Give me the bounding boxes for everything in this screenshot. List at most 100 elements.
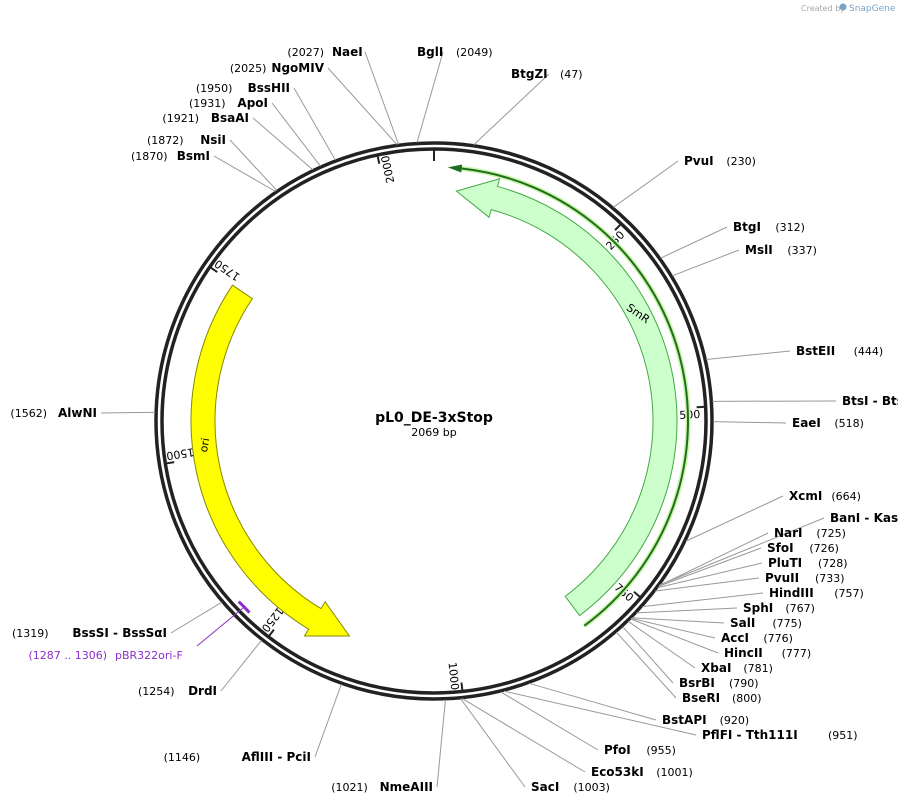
site-line-sphi <box>636 607 738 614</box>
site-position: (1931) <box>189 97 226 110</box>
site-sphi: SphI(767) <box>743 601 815 615</box>
site-position: (1950) <box>196 82 233 95</box>
tick-1000 <box>460 682 464 692</box>
site-position: (2025) <box>230 62 267 75</box>
site-line-bseri <box>615 631 677 699</box>
site-line-saci <box>460 698 526 788</box>
site-name: ApoI <box>237 96 268 110</box>
site-position: (790) <box>729 677 759 690</box>
site-afliii-pcii: AflIII - PciI(1146) <box>164 750 311 764</box>
site-bani-kasi: BanI - KasI(724) <box>830 511 898 525</box>
site-name: BsmI <box>177 149 210 163</box>
site-position: (337) <box>787 244 817 257</box>
credit-brand: SnapGene <box>849 4 896 14</box>
site-line-nmeaiii <box>436 699 446 788</box>
site-bsrbi: BsrBI(790) <box>679 676 759 690</box>
site-line-nari <box>659 532 769 587</box>
site-nsii: NsiI(1872) <box>147 133 226 147</box>
site-name: BssSI - BssSαI <box>72 626 167 640</box>
site-bsaai: BsaAI (1921) <box>162 111 249 125</box>
primer-leader-line <box>196 606 245 647</box>
site-name: XbaI <box>701 661 731 675</box>
site-name: DrdI <box>188 684 217 698</box>
site-position: (726) <box>809 542 839 555</box>
site-name: BsaAI <box>211 111 249 125</box>
tick-1250 <box>267 629 275 638</box>
feature-smr <box>455 177 678 617</box>
site-name: AlwNI <box>58 406 97 420</box>
site-position: (444) <box>854 345 884 358</box>
site-line-bsmi <box>213 155 276 192</box>
site-btgzi: BtgZI(47) <box>511 67 583 81</box>
site-line-eco53ki <box>462 698 586 773</box>
site-btsi-bts-i: BtsI - BtsαI(494) <box>842 394 898 408</box>
site-xbai: XbaI(781) <box>701 661 773 675</box>
site-line-pflfi-tth111i <box>503 690 697 736</box>
site-sali: SalI (775) <box>730 616 802 630</box>
backbone-outer-ring <box>154 141 714 701</box>
site-hincii: HincII(777) <box>724 646 811 660</box>
site-acci: AccI(776) <box>721 631 793 645</box>
site-position: (1001) <box>656 766 693 779</box>
site-line-bsrbi <box>622 626 674 684</box>
primer-mark <box>237 600 251 614</box>
site-position: (47) <box>560 68 583 81</box>
site-name: PflFI - Tth111I <box>702 728 798 742</box>
site-bsshii: BssHII(1950) <box>196 81 290 95</box>
site-pvui: PvuI(230) <box>684 154 756 168</box>
site-line-xbai <box>627 620 696 669</box>
site-name: BstAPI <box>662 713 707 727</box>
site-line-bsteii <box>706 350 791 360</box>
site-name: PvuI <box>684 154 714 168</box>
tick-2000 <box>376 154 381 164</box>
orf-arc <box>461 167 689 627</box>
site-name: AflIII - PciI <box>242 750 311 764</box>
site-labels: NaeI(2027)BglI(2049)BtgZI(47)NgoMIV(2025… <box>10 45 898 794</box>
site-position: (955) <box>646 744 676 757</box>
site-line-bsshii <box>293 87 336 161</box>
tick-1750 <box>209 266 218 273</box>
site-name: SfoI <box>767 541 794 555</box>
primer: (1287 .. 1306) pBR322ori-F <box>28 600 251 662</box>
site-position: (951) <box>828 729 858 742</box>
tick-label-1750: 1750 <box>212 257 242 284</box>
site-position: (775) <box>772 617 802 630</box>
site-name: SalI <box>730 616 755 630</box>
site-bsssi-bsss-i: BssSI - BssSαI(1319) <box>12 626 167 640</box>
site-msli: MslI (337) <box>745 243 817 257</box>
site-name: MslI <box>745 243 773 257</box>
site-position: (664) <box>831 490 861 503</box>
site-position: (733) <box>815 572 845 585</box>
site-line-btgi <box>660 226 728 259</box>
site-xcmi: XcmI (664) <box>789 489 861 503</box>
tick-750 <box>633 591 642 599</box>
site-name: BseRI <box>682 691 720 705</box>
site-name: BglI <box>417 45 443 59</box>
site-name: EaeI <box>792 416 821 430</box>
map-center: pL0_DE-3xStop 2069 bp <box>375 410 493 439</box>
site-line-msli <box>672 249 740 277</box>
site-line-hindiii <box>642 592 764 608</box>
site-line-pvui <box>613 160 679 208</box>
snapgene-logo-icon <box>839 3 847 11</box>
site-eaei: EaeI(518) <box>792 416 864 430</box>
site-position: (1021) <box>331 781 368 794</box>
site-line-drdi <box>220 639 262 692</box>
site-line-pvuii <box>655 577 760 592</box>
site-position: (2027) <box>287 46 324 59</box>
primer-range: (1287 .. 1306) <box>28 649 107 662</box>
site-name: XcmI <box>789 489 822 503</box>
site-bsmi: BsmI(1870) <box>131 149 210 163</box>
site-name: AccI <box>721 631 749 645</box>
feature-ori <box>190 284 351 637</box>
tick-250 <box>614 223 622 231</box>
site-name: PluTI <box>768 556 802 570</box>
site-hindiii: HindIII(757) <box>769 586 864 600</box>
site-line-naei <box>364 51 399 145</box>
site-pflfi-tth111i: PflFI - Tth111I (951) <box>702 728 858 742</box>
site-pfoi: PfoI(955) <box>604 743 676 757</box>
site-position: (1921) <box>162 112 199 125</box>
site-line-sfoi <box>658 547 762 587</box>
plasmid-name: pL0_DE-3xStop <box>375 410 493 426</box>
